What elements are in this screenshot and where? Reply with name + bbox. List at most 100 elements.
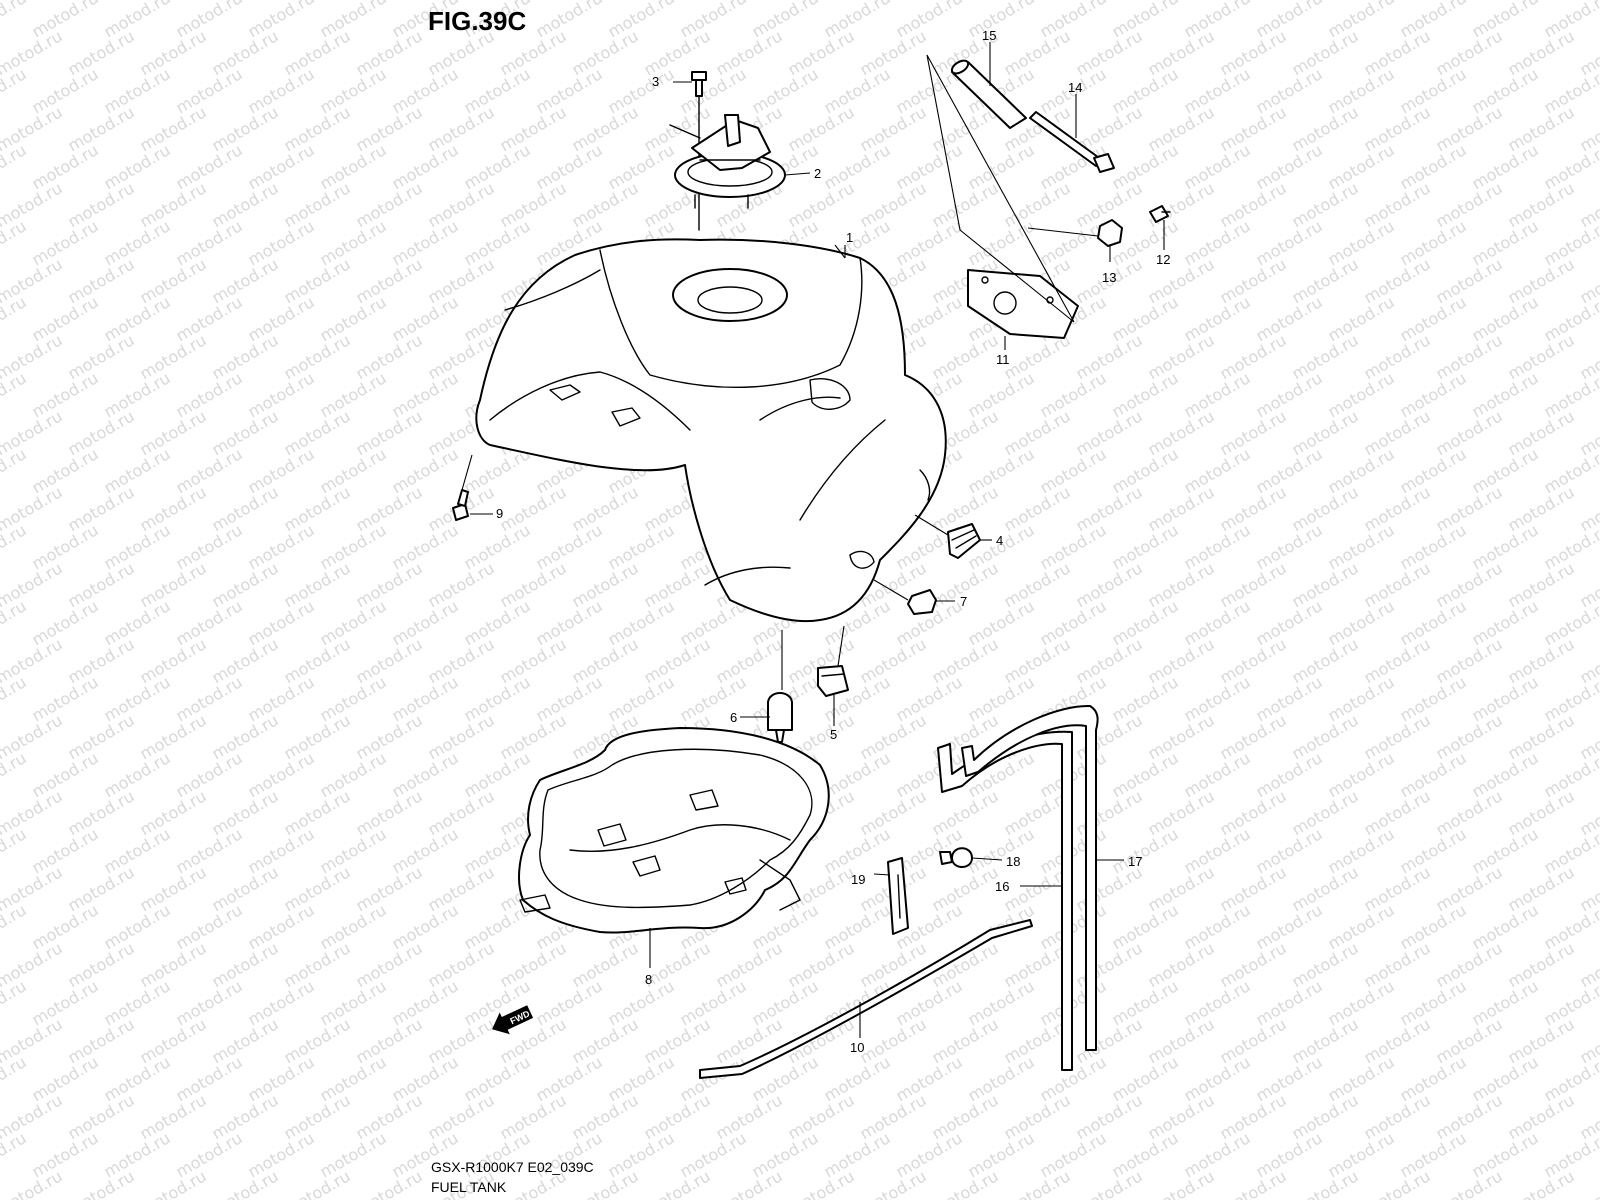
watermark-text: motod.ru	[1289, 634, 1362, 687]
callout-10: 10	[850, 1040, 864, 1055]
watermark-text: motod.ru	[389, 1052, 462, 1105]
watermark-text: motod.ru	[65, 862, 138, 915]
watermark-text: motod.ru	[1433, 634, 1506, 687]
watermark-text: motod.ru	[137, 1090, 210, 1143]
watermark-text: motod.ru	[281, 938, 354, 991]
watermark-text: motod.ru	[1253, 520, 1326, 573]
watermark-text: motod.ru	[533, 520, 606, 573]
watermark-text: motod.ru	[1469, 824, 1542, 877]
watermark-text: motod.ru	[1253, 748, 1326, 801]
watermark-text: motod.ru	[821, 748, 894, 801]
watermark-text: motod.ru	[1433, 710, 1506, 763]
watermark-text: motod.ru	[1469, 292, 1542, 345]
watermark-text: motod.ru	[713, 938, 786, 991]
watermark-text: motod.ru	[1433, 786, 1506, 839]
watermark-text: motod.ru	[209, 1166, 282, 1200]
watermark-text: motod.ru	[1073, 1090, 1146, 1143]
watermark-text: motod.ru	[1289, 862, 1362, 915]
watermark-text: motod.ru	[425, 862, 498, 915]
watermark-text: motod.ru	[1469, 672, 1542, 725]
watermark-text: motod.ru	[821, 1052, 894, 1105]
watermark-text: motod.ru	[677, 1052, 750, 1105]
watermark-text: motod.ru	[29, 292, 102, 345]
watermark-text: motod.ru	[173, 64, 246, 117]
watermark-text: motod.ru	[29, 520, 102, 573]
watermark-text: motod.ru	[1001, 634, 1074, 687]
watermark-text: motod.ru	[1505, 406, 1578, 459]
callout-18: 18	[1006, 854, 1020, 869]
watermark-text: motod.ru	[209, 1090, 282, 1143]
watermark-text: motod.ru	[1361, 102, 1434, 155]
watermark-text: motod.ru	[1397, 64, 1470, 117]
callout-4: 4	[996, 533, 1003, 548]
watermark-text: motod.ru	[101, 1052, 174, 1105]
watermark-text: motod.ru	[101, 672, 174, 725]
watermark-text: motod.ru	[965, 672, 1038, 725]
watermark-text: motod.ru	[65, 102, 138, 155]
watermark-text: motod.ru	[1145, 26, 1218, 79]
watermark-text: motod.ru	[137, 710, 210, 763]
watermark-text: motod.ru	[137, 178, 210, 231]
watermark-text: motod.ru	[245, 976, 318, 1029]
watermark-text: motod.ru	[281, 178, 354, 231]
watermark-text: motod.ru	[1469, 976, 1542, 1029]
watermark-text: motod.ru	[1073, 406, 1146, 459]
watermark-text: motod.ru	[425, 634, 498, 687]
watermark-text: motod.ru	[1325, 368, 1398, 421]
watermark-text: motod.ru	[1253, 672, 1326, 725]
watermark-text: motod.ru	[65, 786, 138, 839]
watermark-text: motod.ru	[893, 140, 966, 193]
watermark-text: motod.ru	[1217, 558, 1290, 611]
watermark-text: motod.ru	[1505, 178, 1578, 231]
watermark-text: motod.ru	[1073, 786, 1146, 839]
watermark-text: motod.ru	[605, 1052, 678, 1105]
watermark-text: motod.ru	[1253, 596, 1326, 649]
watermark-text: motod.ru	[281, 482, 354, 535]
watermark-text: motod.ru	[1109, 596, 1182, 649]
watermark-text: motod.ru	[533, 140, 606, 193]
watermark-text: motod.ru	[1037, 748, 1110, 801]
watermark-text: motod.ru	[1505, 1090, 1578, 1143]
watermark-text: motod.ru	[569, 1014, 642, 1067]
watermark-text: motod.ru	[1505, 254, 1578, 307]
watermark-text: motod.ru	[173, 824, 246, 877]
watermark-text: motod.ru	[353, 26, 426, 79]
callout-14: 14	[1068, 80, 1082, 95]
watermark-text: motod.ru	[281, 1166, 354, 1200]
watermark-text: motod.ru	[749, 1128, 822, 1181]
watermark-text: motod.ru	[173, 1128, 246, 1181]
watermark-text: motod.ru	[65, 938, 138, 991]
watermark-text: motod.ru	[1037, 216, 1110, 269]
watermark-text: motod.ru	[1469, 64, 1542, 117]
watermark-text: motod.ru	[101, 900, 174, 953]
watermark-text: motod.ru	[929, 178, 1002, 231]
watermark-text: motod.ru	[1505, 1014, 1578, 1067]
watermark-text: motod.ru	[281, 1014, 354, 1067]
watermark-text: motod.ru	[1145, 330, 1218, 383]
watermark-text: motod.ru	[1325, 1128, 1398, 1181]
callout-8: 8	[645, 972, 652, 987]
watermark-text: motod.ru	[1109, 64, 1182, 117]
watermark-text: motod.ru	[1289, 710, 1362, 763]
watermark-text: motod.ru	[1217, 254, 1290, 307]
watermark-text: motod.ru	[353, 1090, 426, 1143]
watermark-text: motod.ru	[65, 1090, 138, 1143]
watermark-text: motod.ru	[533, 64, 606, 117]
watermark-text: motod.ru	[317, 748, 390, 801]
watermark-text: motod.ru	[1145, 1014, 1218, 1067]
watermark-text: motod.ru	[137, 254, 210, 307]
watermark-text: motod.ru	[0, 1128, 30, 1181]
watermark-text: motod.ru	[1397, 140, 1470, 193]
watermark-text: motod.ru	[785, 938, 858, 991]
watermark-text: motod.ru	[389, 976, 462, 1029]
watermark-text: motod.ru	[0, 140, 30, 193]
watermark-text: motod.ru	[425, 786, 498, 839]
watermark-text: motod.ru	[1253, 1128, 1326, 1181]
part-19-clamp	[887, 857, 909, 935]
watermark-text: motod.ru	[281, 786, 354, 839]
watermark-text: motod.ru	[1289, 1090, 1362, 1143]
watermark-text: motod.ru	[137, 330, 210, 383]
watermark-text: motod.ru	[1253, 444, 1326, 497]
watermark-text: motod.ru	[1433, 26, 1506, 79]
watermark-text: motod.ru	[1361, 1090, 1434, 1143]
